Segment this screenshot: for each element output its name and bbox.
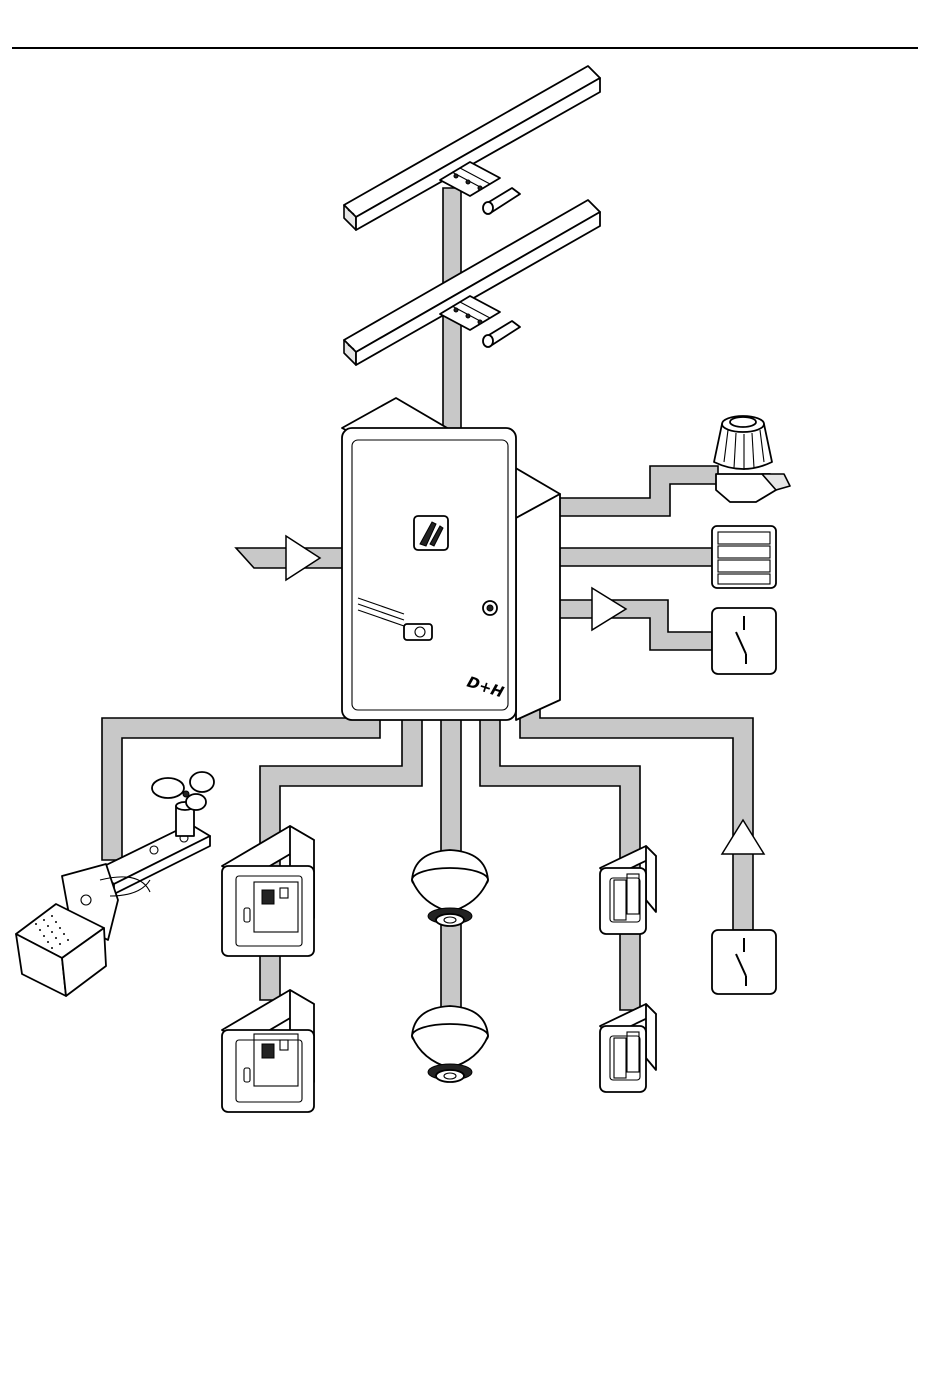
control-panel-cabinet[interactable]: D+H bbox=[342, 398, 560, 720]
potential-free-contact-output bbox=[712, 608, 776, 674]
terminal-strip bbox=[712, 526, 776, 588]
cable-wind-rain-sensor bbox=[102, 640, 380, 860]
arrow-right-icon bbox=[592, 588, 626, 630]
smoke-vent-button[interactable] bbox=[222, 826, 314, 956]
smoke-vent-button[interactable] bbox=[222, 990, 314, 1112]
vent-switch[interactable] bbox=[600, 1004, 656, 1092]
potential-free-contact-input bbox=[712, 930, 776, 994]
arrow-right-icon bbox=[286, 536, 320, 580]
linear-actuator-top bbox=[344, 66, 600, 230]
vent-switch[interactable] bbox=[600, 846, 656, 934]
arrow-up-icon bbox=[722, 820, 764, 854]
cable-contact-output bbox=[556, 600, 712, 650]
warning-beacon bbox=[714, 416, 790, 502]
cable-terminal-strip bbox=[556, 548, 712, 566]
cable-beacon bbox=[556, 466, 718, 516]
smoke-detector bbox=[412, 1006, 488, 1082]
cable-smoke-detectors bbox=[441, 670, 461, 1020]
linear-actuator-bottom bbox=[344, 200, 600, 365]
smoke-detector bbox=[412, 850, 488, 926]
